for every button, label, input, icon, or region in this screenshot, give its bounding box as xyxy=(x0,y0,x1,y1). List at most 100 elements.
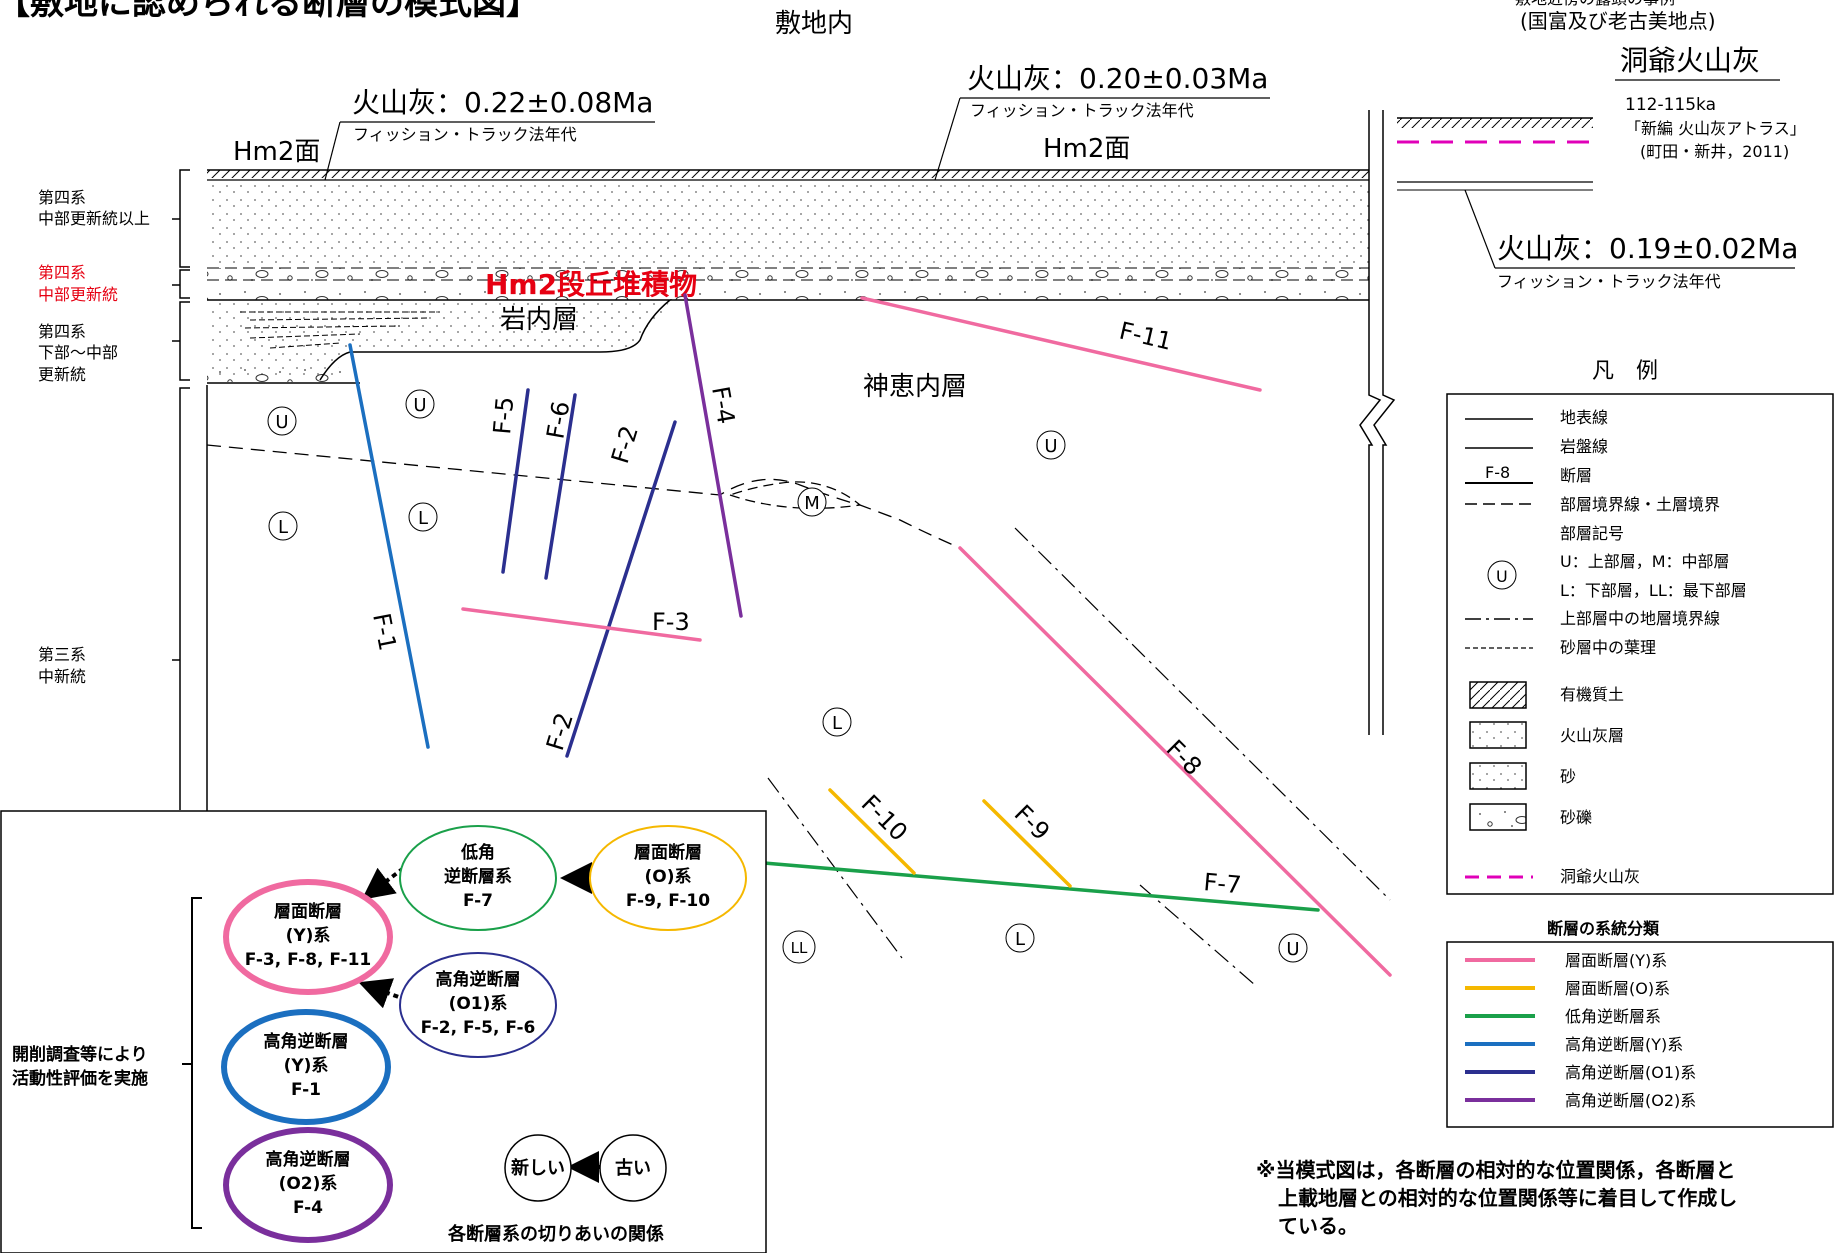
fault-group-label: 高角逆断層 xyxy=(436,969,521,990)
fault-f2 xyxy=(565,420,677,758)
reference-label: 敷地近傍の露頭の事例 xyxy=(1515,0,1675,8)
svg-text:断層: 断層 xyxy=(1560,466,1592,485)
age-q-mid-1: 第四系 xyxy=(38,263,86,282)
fault-group-ellipse xyxy=(223,1127,393,1243)
svg-text:上部層中の地層境界線: 上部層中の地層境界線 xyxy=(1560,609,1720,628)
toya-label: 洞爺火山灰 xyxy=(1620,44,1760,77)
fault-f5 xyxy=(501,388,530,574)
old-label: 古い xyxy=(615,1157,651,1179)
fault-group-label: (O1)系 xyxy=(449,994,508,1014)
unit-l-3: L xyxy=(822,707,852,737)
ash-right-label: 火山灰：0.19±0.02Ma xyxy=(1497,232,1798,265)
unit-l-2: L xyxy=(408,502,438,532)
fault-group-label: 高角逆断層 xyxy=(264,1031,349,1052)
iwanai-base xyxy=(207,299,673,381)
svg-text:部層境界線・土層境界: 部層境界線・土層境界 xyxy=(1560,495,1720,514)
fault-f4 xyxy=(683,293,743,618)
unit-ll-1: LL xyxy=(782,930,816,964)
fault-group-label: (O)系 xyxy=(645,867,692,887)
unit-boundary-line xyxy=(206,444,961,549)
faults xyxy=(348,293,1392,977)
fault-group-ellipse xyxy=(223,879,393,995)
fault-class-label: 高角逆断層(Y)系 xyxy=(1565,1035,1683,1054)
toya-age: 112-115ka xyxy=(1625,95,1716,115)
ash-mid-label: 火山灰：0.20±0.03Ma xyxy=(967,62,1268,95)
fault-class-label: 低角逆断層系 xyxy=(1565,1007,1661,1026)
fault-class-box xyxy=(1446,941,1834,1128)
fault-f1 xyxy=(348,343,430,749)
svg-text:有機質土: 有機質土 xyxy=(1560,685,1624,704)
fault-group-label: F-3, F-8, F-11 xyxy=(245,950,372,970)
svg-text:地表線: 地表線 xyxy=(1560,408,1608,427)
fault-class-label: 層面断層(Y)系 xyxy=(1565,951,1667,970)
inset-old-new: 新しい 古い xyxy=(504,1134,667,1202)
svg-text:砂: 砂 xyxy=(1560,767,1576,786)
age-brackets xyxy=(172,169,190,810)
age-q-mid-2: 中部更新統 xyxy=(38,285,118,304)
fault-class-label: 層面断層(O)系 xyxy=(1565,979,1670,998)
unit-u-2: U xyxy=(405,389,435,419)
laminae xyxy=(240,311,440,349)
sand-layer xyxy=(207,180,1369,265)
fault-group-label: F-4 xyxy=(293,1198,323,1218)
hm2-surface-left: Hm2面 xyxy=(233,137,320,167)
hm2-surface-right: Hm2面 xyxy=(1043,134,1130,164)
reference-soil xyxy=(1397,118,1593,128)
fault-f3 xyxy=(461,607,702,642)
inset-caption: 各断層系の切りあいの関係 xyxy=(447,1223,664,1245)
fault-label-f3: F-3 xyxy=(652,608,690,636)
note-line2: 上載地層との相対的な位置関係等に着目して作成し xyxy=(1278,1186,1737,1210)
svg-text:U: U xyxy=(413,395,426,416)
unit-u-4: U xyxy=(1278,933,1308,963)
unit-l-1: L xyxy=(268,511,298,541)
upper-boundary-dashdot xyxy=(1014,527,1391,901)
section-break xyxy=(1359,110,1382,735)
kamuenai-label: 神恵内層 xyxy=(863,372,967,402)
fault-class-rows: 層面断層(Y)系層面断層(O)系低角逆断層系高角逆断層(Y)系高角逆断層(O1)… xyxy=(1465,951,1696,1110)
unit-l-4: L xyxy=(1005,923,1035,953)
svg-text:U: U xyxy=(1044,436,1057,457)
svg-text:L：下部層，LL：最下部層: L：下部層，LL：最下部層 xyxy=(1560,581,1747,600)
inset-side-label-1: 開削調査等により xyxy=(12,1044,148,1065)
fault-group-label: F-7 xyxy=(463,891,493,911)
svg-text:L: L xyxy=(832,713,842,734)
fault-group-label: F-1 xyxy=(291,1080,321,1100)
fault-label-f1: F-1 xyxy=(367,611,402,653)
page-title: 【敷地に認められる断層の模式図】 xyxy=(0,0,540,23)
ft-method-right: フィッション・トラック法年代 xyxy=(1497,272,1721,291)
unit-m-1: M xyxy=(797,487,827,517)
organic-soil-strip xyxy=(207,170,1369,178)
svg-text:砂礫: 砂礫 xyxy=(1560,808,1592,827)
ash-right-pointer xyxy=(1464,189,1496,269)
toya-ref2: (町田・新井，2011) xyxy=(1640,142,1789,161)
gravel-bottom xyxy=(207,360,347,382)
ash-mid-pointer xyxy=(934,97,961,181)
age-labels: 第四系 中部更新統以上 第四系 中部更新統 第四系 下部～中部 更新統 第三系 … xyxy=(38,188,150,686)
fault-group-label: (Y)系 xyxy=(286,926,331,946)
age-tertiary-2: 中新統 xyxy=(38,667,86,686)
fault-label-f8: F-8 xyxy=(1161,734,1207,780)
age-q-mid-above-2: 中部更新統以上 xyxy=(38,209,150,228)
svg-text:L: L xyxy=(418,508,428,529)
svg-text:U: U xyxy=(1286,939,1299,960)
inset-side-label-2: 活動性評価を実施 xyxy=(12,1068,148,1089)
fault-f10 xyxy=(828,788,916,875)
fault-label-f5: F-5 xyxy=(488,395,519,435)
ft-method-left: フィッション・トラック法年代 xyxy=(353,125,577,144)
inset-ellipses: 層面断層(Y)系F-3, F-8, F-11高角逆断層(Y)系F-1高角逆断層(… xyxy=(221,825,747,1243)
fault-label-f2b: F-2 xyxy=(541,709,579,753)
inset-bracket xyxy=(182,897,202,1229)
unit-u-1: U xyxy=(267,406,297,436)
fault-f8 xyxy=(958,546,1392,977)
fault-group-label: F-2, F-5, F-6 xyxy=(421,1018,536,1038)
svg-text:L: L xyxy=(1015,929,1025,950)
fault-f6 xyxy=(544,393,577,580)
fault-class-title: 断層の系統分類 xyxy=(1547,919,1660,938)
fault-group-ellipse xyxy=(221,1009,391,1125)
legend-title: 凡 例 xyxy=(1592,359,1658,384)
fault-label-f9: F-9 xyxy=(1009,799,1055,845)
unit-symbols: U U U U M L L L L LL xyxy=(267,389,1308,964)
svg-text:L: L xyxy=(278,517,288,538)
reference-location: (国富及び老古美地点) xyxy=(1520,9,1716,33)
fault-f9 xyxy=(982,799,1072,888)
